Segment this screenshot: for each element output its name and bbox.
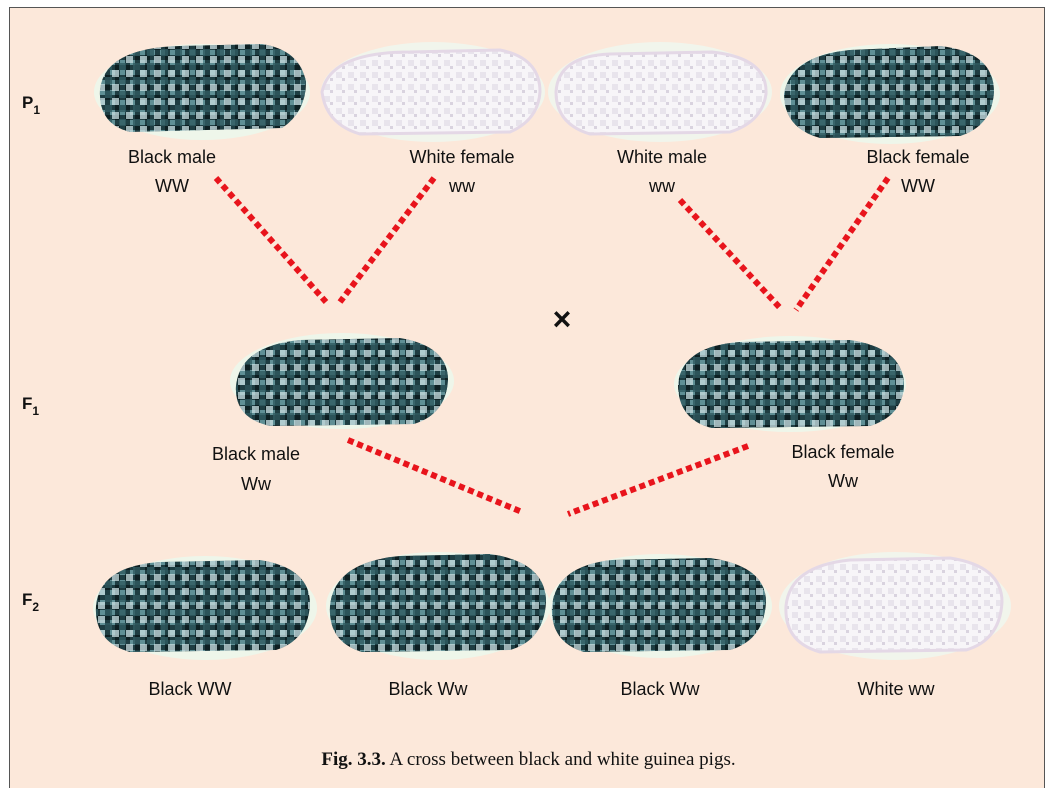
- p1-pig-1-name: Black male: [128, 147, 216, 167]
- arrow-f1-male: [346, 437, 524, 515]
- p1-pig-2-genotype: ww: [448, 176, 476, 196]
- pig-image-p1-4: [780, 44, 1000, 144]
- generation-label-p1: P1: [22, 93, 40, 117]
- arrow-f1-female: [566, 443, 750, 517]
- pig-image-f2-2: [326, 552, 550, 660]
- p1-pig-1-genotype: WW: [155, 176, 189, 196]
- pig-image-p1-3: [548, 42, 772, 142]
- f2-pig-4-label: White ww: [857, 679, 935, 699]
- figure-number: Fig. 3.3.: [321, 749, 386, 770]
- f1-pig-2-name: Black female: [791, 442, 894, 462]
- p1-pig-2-name: White female: [409, 147, 514, 167]
- arrow-p1-white-male: [677, 197, 785, 313]
- f2-pig-2-label: Black Ww: [388, 679, 468, 699]
- f1-pig-1-genotype: Ww: [241, 474, 272, 494]
- cross-arrows: [213, 176, 891, 517]
- f1-pig-2-genotype: Ww: [828, 471, 859, 491]
- figure-caption-text: A cross between black and white guinea p…: [389, 749, 736, 770]
- p1-pig-3-name: White male: [617, 147, 707, 167]
- generation-label-f1: F1: [22, 394, 39, 418]
- pig-image-p1-2: [320, 42, 545, 142]
- arrow-p1-white-female: [337, 176, 437, 304]
- pig-image-p1-1: [94, 44, 310, 140]
- figure-caption: Fig. 3.3. A cross between black and whit…: [0, 749, 1057, 771]
- p1-pig-3-genotype: ww: [648, 176, 676, 196]
- cross-symbol: ×: [553, 301, 572, 337]
- f1-pig-1-name: Black male: [212, 444, 300, 464]
- pig-image-f2-3: [548, 554, 772, 658]
- p1-pig-4-name: Black female: [866, 147, 969, 167]
- f2-pig-3-label: Black Ww: [620, 679, 700, 699]
- arrow-p1-black-female: [793, 176, 891, 312]
- pig-image-f2-4: [779, 552, 1011, 660]
- generation-label-f2: F2: [22, 590, 39, 614]
- pig-image-f1-1: [230, 333, 454, 429]
- pig-image-f2-1: [93, 556, 317, 660]
- pig-image-f1-2: [674, 336, 906, 432]
- p1-pig-4-genotype: WW: [901, 176, 935, 196]
- arrow-p1-black-male: [213, 176, 329, 304]
- f2-pig-1-label: Black WW: [149, 679, 232, 699]
